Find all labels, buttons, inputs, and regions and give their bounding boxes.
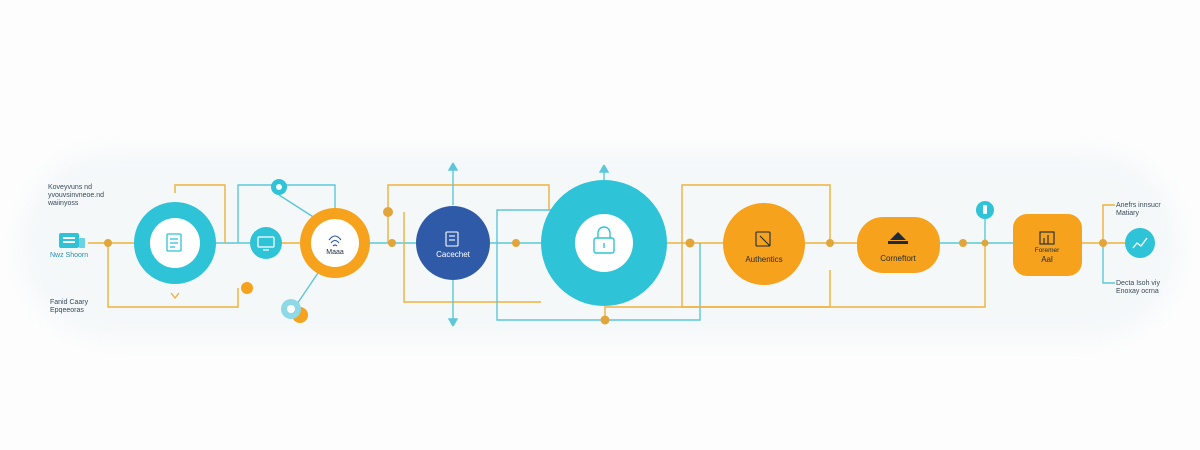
- source-label: Nwz Shoorn: [50, 252, 89, 259]
- junction-dot: [959, 239, 967, 247]
- server-icon: [445, 231, 459, 247]
- fingerprint-icon: [328, 235, 342, 247]
- lock-icon: [593, 226, 615, 254]
- left-top-note-line: yvouvsinvneoe.nd: [48, 192, 105, 199]
- monitor-icon: [257, 236, 275, 251]
- cache-node[interactable]: Cacechet: [416, 206, 490, 280]
- pin-node[interactable]: [976, 201, 994, 219]
- right-bottom-note-line: Enoxay ocrna: [1116, 288, 1159, 295]
- source-doc-node[interactable]: [59, 233, 85, 248]
- bottom-small-node[interactable]: [281, 299, 301, 319]
- left-bottom-note: Fanid Caary Epqeeoras: [50, 299, 88, 315]
- left-bottom-note-line: Fanid Caary: [50, 299, 89, 306]
- junction-dot: [512, 239, 520, 247]
- auth-node[interactable]: Authentics: [723, 203, 805, 285]
- left-top-note: Koveyvuns nd yvouvsinvneoe.nd waiinyoss: [48, 184, 104, 208]
- stack-icon: [888, 232, 908, 244]
- monitor-node[interactable]: [250, 227, 282, 259]
- top-small-node[interactable]: [271, 179, 287, 195]
- junction-dot: [388, 239, 396, 247]
- final-label-line-2: Aal: [1041, 255, 1053, 264]
- fingerprint-label: Maaa: [326, 249, 344, 256]
- heart-icon: [276, 184, 282, 190]
- link-icon: [287, 305, 295, 313]
- pin-icon: [983, 205, 987, 214]
- lock-node[interactable]: [541, 180, 667, 306]
- output-node[interactable]: [1125, 228, 1155, 258]
- junction-dot: [600, 315, 610, 325]
- analytics-icon: [1132, 237, 1148, 249]
- right-top-note: Anefrs innsucr Matiary: [1116, 202, 1161, 218]
- junction-dot: [1099, 239, 1107, 247]
- final-label-line-1: Foremer: [1035, 247, 1060, 254]
- fingerprint-node[interactable]: Maaa: [300, 208, 370, 278]
- doc-node[interactable]: [134, 202, 216, 284]
- final-node[interactable]: Foremer Aal: [1013, 214, 1082, 276]
- folder-icon: [755, 231, 771, 247]
- junction-dot: [241, 282, 253, 294]
- auth-label: Authentics: [745, 255, 782, 264]
- cache-label: Cacechet: [436, 250, 471, 259]
- right-bottom-note-line: Decta Isoh viy: [1116, 280, 1160, 287]
- junction-dot: [383, 207, 393, 217]
- junction-dot: [981, 239, 989, 247]
- connect-label: Corneftort: [880, 254, 916, 263]
- connect-node[interactable]: Corneftort: [857, 217, 940, 273]
- junction-dot: [685, 238, 695, 248]
- document-icon: [166, 233, 182, 252]
- left-bottom-note-line: Epqeeoras: [50, 307, 84, 314]
- chart-icon: [1039, 231, 1055, 245]
- right-bottom-note: Decta Isoh viy Enoxay ocrna: [1116, 280, 1160, 296]
- right-top-note-line: Anefrs innsucr: [1116, 202, 1161, 209]
- right-top-note-line: Matiary: [1116, 210, 1139, 217]
- left-top-note-line: Koveyvuns nd: [48, 184, 92, 191]
- junction-dot: [826, 239, 834, 247]
- arrow-down-icon: [170, 292, 180, 300]
- left-top-note-line: waiinyoss: [48, 200, 79, 207]
- junction-dot: [104, 239, 112, 247]
